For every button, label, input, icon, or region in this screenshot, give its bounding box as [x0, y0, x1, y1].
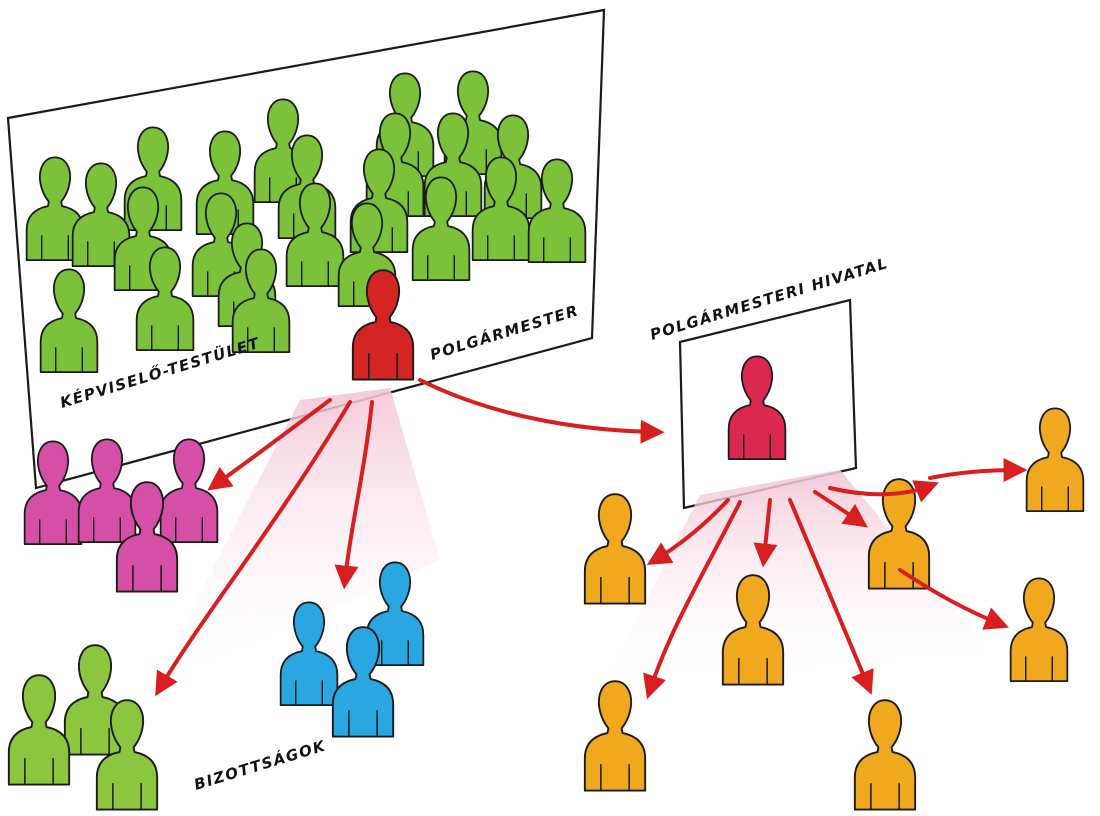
person-icon	[159, 438, 219, 544]
arrow-icon	[207, 398, 332, 491]
arrow-icon	[788, 498, 874, 695]
green-group	[7, 644, 159, 811]
arrow-icon	[928, 458, 1028, 483]
arrow-icon	[828, 480, 939, 503]
council-fan	[150, 388, 440, 690]
council-arrows	[155, 378, 665, 697]
office-arrows	[643, 458, 1028, 700]
person-icon	[1025, 407, 1085, 513]
person-icon	[583, 680, 647, 792]
arrow-icon	[155, 400, 352, 697]
person-icon	[7, 674, 71, 786]
person-icon	[583, 493, 647, 605]
arrow-icon	[813, 490, 868, 528]
arrow-icon	[646, 498, 730, 565]
arrow-icon	[643, 500, 742, 700]
person-icon	[853, 699, 917, 811]
committees-label: BIZOTTSÁGOK	[192, 736, 329, 794]
person-icon	[1009, 577, 1069, 683]
office-board	[678, 298, 858, 510]
arrow-icon	[418, 378, 665, 444]
arrow-icon	[334, 400, 374, 590]
office-fan	[600, 470, 990, 690]
pink-group	[23, 438, 219, 593]
arrow-icon	[898, 568, 1009, 630]
arrow-icon	[753, 498, 778, 568]
